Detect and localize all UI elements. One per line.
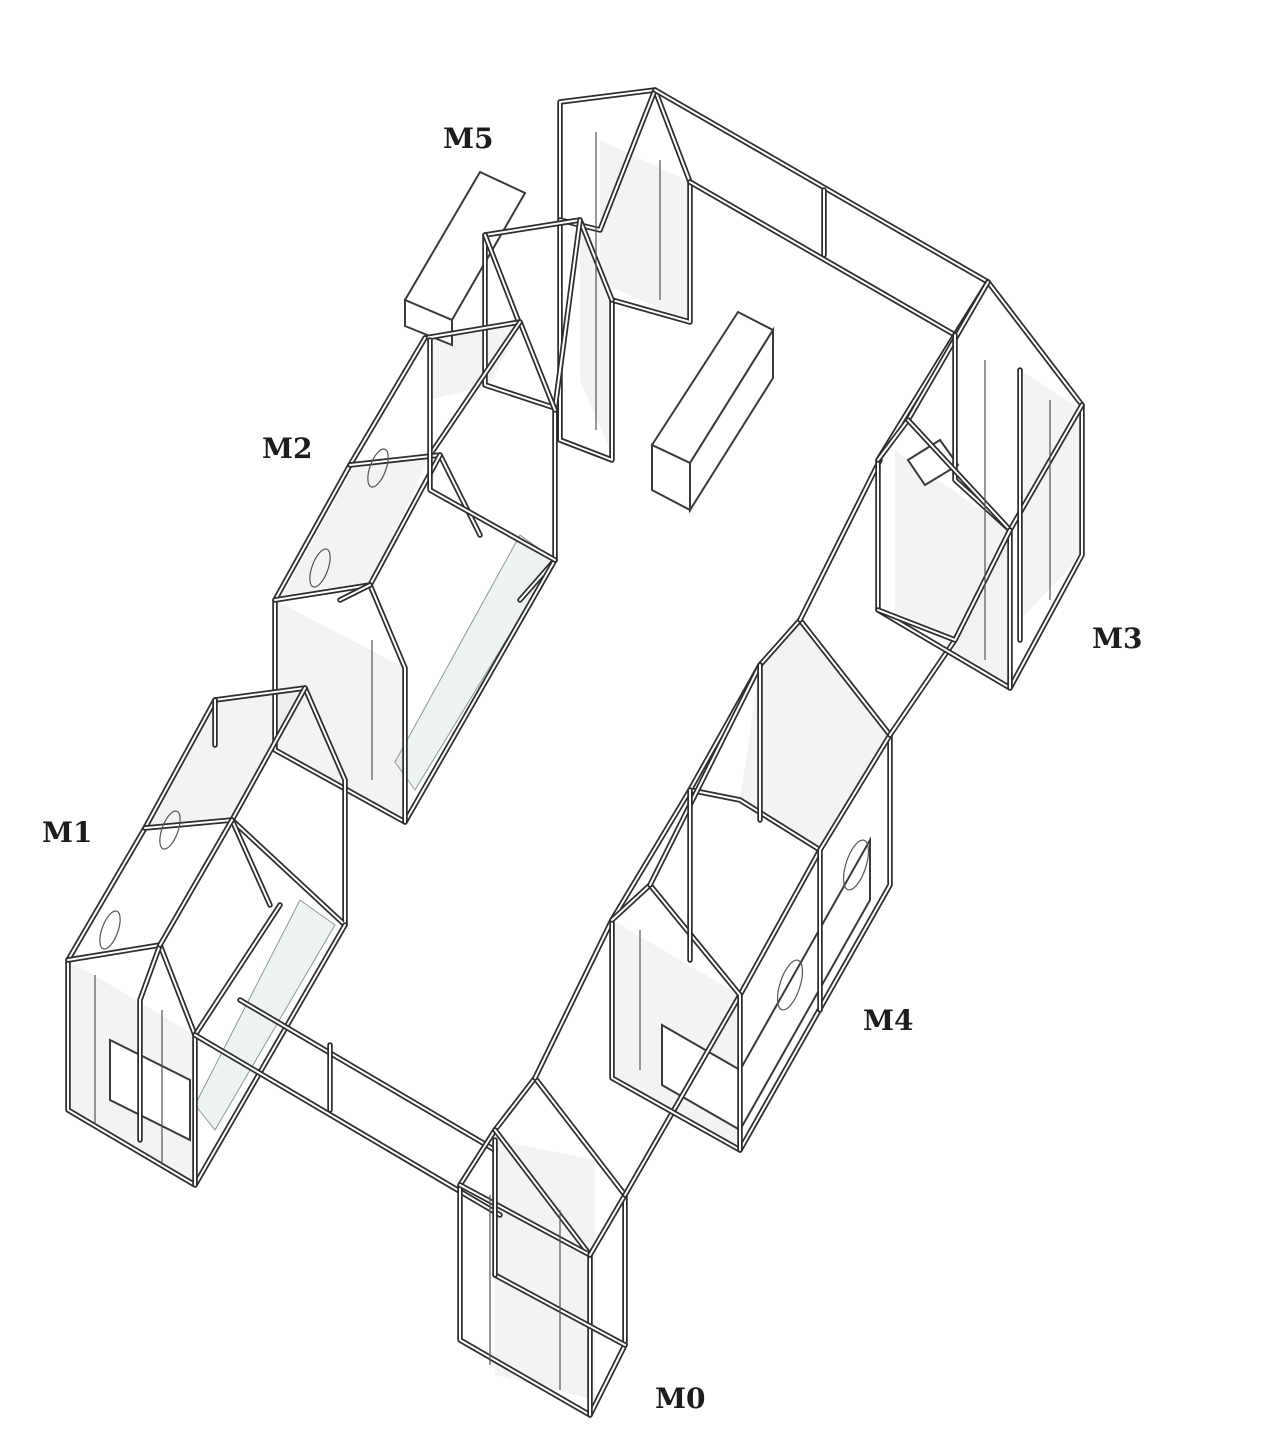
conn-frame-member-highlight [799,459,881,621]
m1-porthole-b [99,910,121,950]
m1-frame-member-highlight [67,944,196,1186]
m2-frame-member-highlight [274,337,556,823]
m2-porthole-b [309,548,331,588]
m4-frame-member-highlight [689,664,821,996]
m0-frame-member-highlight [459,1184,591,1256]
module-labels: M5 M2 M1 M3 M4 M0 [42,122,1142,1415]
m0-frame-member-highlight [589,1194,626,1256]
m5-back-panel [600,140,690,322]
m0-frame-member-highlight [459,1077,626,1416]
m1-cabinet-front [109,1038,191,1142]
m2-glass-display [394,534,556,791]
label-m3: M3 [1092,622,1142,655]
m3-frame-member-highlight [877,529,1011,641]
steel-frame-structure [65,87,1085,1418]
label-m2: M2 [262,432,312,465]
m2-frame-member-highlight [429,321,521,456]
m0-back-panel [495,1140,595,1400]
conn-frame-member-highlight [239,999,496,1151]
m4-frame-member-highlight [611,884,741,1151]
m2-side-panel-b [280,455,430,600]
conn-frame-member-highlight [624,994,741,1196]
conn-frame-member-highlight [194,1034,501,1216]
m4-porthole-a [842,839,870,891]
m1-side-panel [145,688,305,828]
label-m5: M5 [443,122,493,155]
m5-frame-member-highlight [484,234,521,326]
m2-frame-member-highlight [274,584,371,601]
m1-frame-member-highlight [144,819,233,829]
central-bench-side [689,326,774,514]
m4-cabinet-side [739,836,871,1134]
label-m0: M0 [655,1382,705,1415]
detail-lines [94,132,1051,1390]
m4-porthole-b [776,959,804,1011]
m4-frame-member-highlight [649,664,761,886]
conn-frame-member-highlight [889,639,956,736]
m4-frame-member-highlight [819,734,891,1011]
m1-frame-member-highlight [214,687,346,926]
label-m1: M1 [42,816,92,849]
m2-frame-member-highlight [429,339,556,561]
m5-frame-member-highlight [654,89,989,283]
m1-frame-member-highlight [159,819,233,946]
m5-frame-member-highlight [689,181,956,336]
m2-frame-member-highlight [369,454,441,823]
m4-frame-member-highlight [611,619,891,1151]
m5-frame-member-highlight [559,89,691,461]
m5-frame-member-highlight [519,219,581,601]
m1-frame-member-highlight [194,904,281,1036]
m2-porthole-a [367,448,389,488]
m1-frame-member-highlight [67,699,346,1186]
m1-frame-member-highlight [139,944,161,1141]
conn-frame-member-highlight [534,919,613,1079]
label-m4: M4 [863,1004,913,1037]
m5-frame-member-highlight [484,234,556,409]
m1-porthole-a [159,810,181,850]
m3-frame-member-highlight [877,281,1083,689]
m2-frame-member-highlight [339,584,371,601]
wall-panels [68,140,1082,1400]
m3-frame-member-highlight [954,334,1011,689]
